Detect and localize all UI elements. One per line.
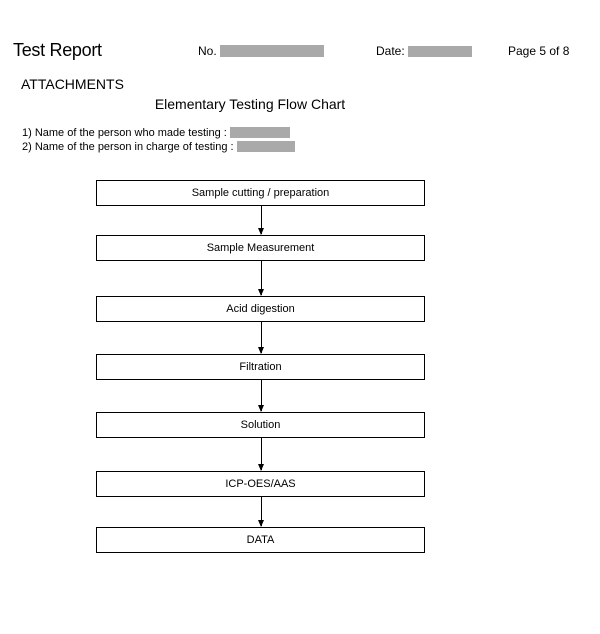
flow-chart-title: Elementary Testing Flow Chart bbox=[154, 96, 346, 112]
report-date-redaction bbox=[407, 46, 472, 57]
report-title: Test Report bbox=[13, 40, 102, 60]
flow-arrow bbox=[258, 438, 264, 471]
tester-name-label: 1) Name of the person who made testing : bbox=[22, 127, 227, 139]
tester-name-line: 1) Name of the person who made testing : bbox=[22, 127, 290, 140]
report-date: Date: bbox=[376, 44, 472, 58]
flow-arrow bbox=[258, 380, 264, 412]
flow-step-label: Acid digestion bbox=[226, 303, 295, 315]
flow-step-solution: Solution bbox=[96, 412, 425, 438]
flow-step-acid-digestion: Acid digestion bbox=[96, 296, 425, 322]
flow-step-sample-measurement: Sample Measurement bbox=[96, 235, 425, 261]
supervisor-name-label: 2) Name of the person in charge of testi… bbox=[22, 141, 234, 153]
flow-arrow bbox=[258, 206, 264, 235]
supervisor-name-redaction bbox=[236, 141, 295, 152]
report-number-redaction bbox=[219, 45, 324, 57]
supervisor-name-line: 2) Name of the person in charge of testi… bbox=[22, 141, 295, 154]
flow-step-label: ICP-OES/AAS bbox=[225, 478, 296, 490]
report-date-label: Date: bbox=[376, 44, 405, 58]
flow-step-filtration: Filtration bbox=[96, 354, 425, 380]
flow-step-label: Filtration bbox=[239, 361, 282, 373]
flow-arrow bbox=[258, 261, 264, 296]
flow-arrow bbox=[258, 322, 264, 354]
flow-step-label: Sample cutting / preparation bbox=[191, 187, 330, 199]
report-number-label: No. bbox=[198, 44, 217, 58]
flow-step-sample-cutting: Sample cutting / preparation bbox=[96, 180, 425, 206]
flow-step-label: DATA bbox=[246, 534, 275, 546]
report-number: No. bbox=[198, 44, 324, 58]
flow-step-icp-oes-aas: ICP-OES/AAS bbox=[96, 471, 425, 497]
flow-arrow bbox=[258, 497, 264, 527]
page-number: Page 5 of 8 bbox=[508, 44, 570, 58]
flow-step-data: DATA bbox=[96, 527, 425, 553]
section-title: ATTACHMENTS bbox=[21, 76, 124, 92]
flow-step-label: Sample Measurement bbox=[206, 242, 315, 254]
tester-name-redaction bbox=[229, 127, 290, 138]
flow-step-label: Solution bbox=[240, 419, 281, 431]
